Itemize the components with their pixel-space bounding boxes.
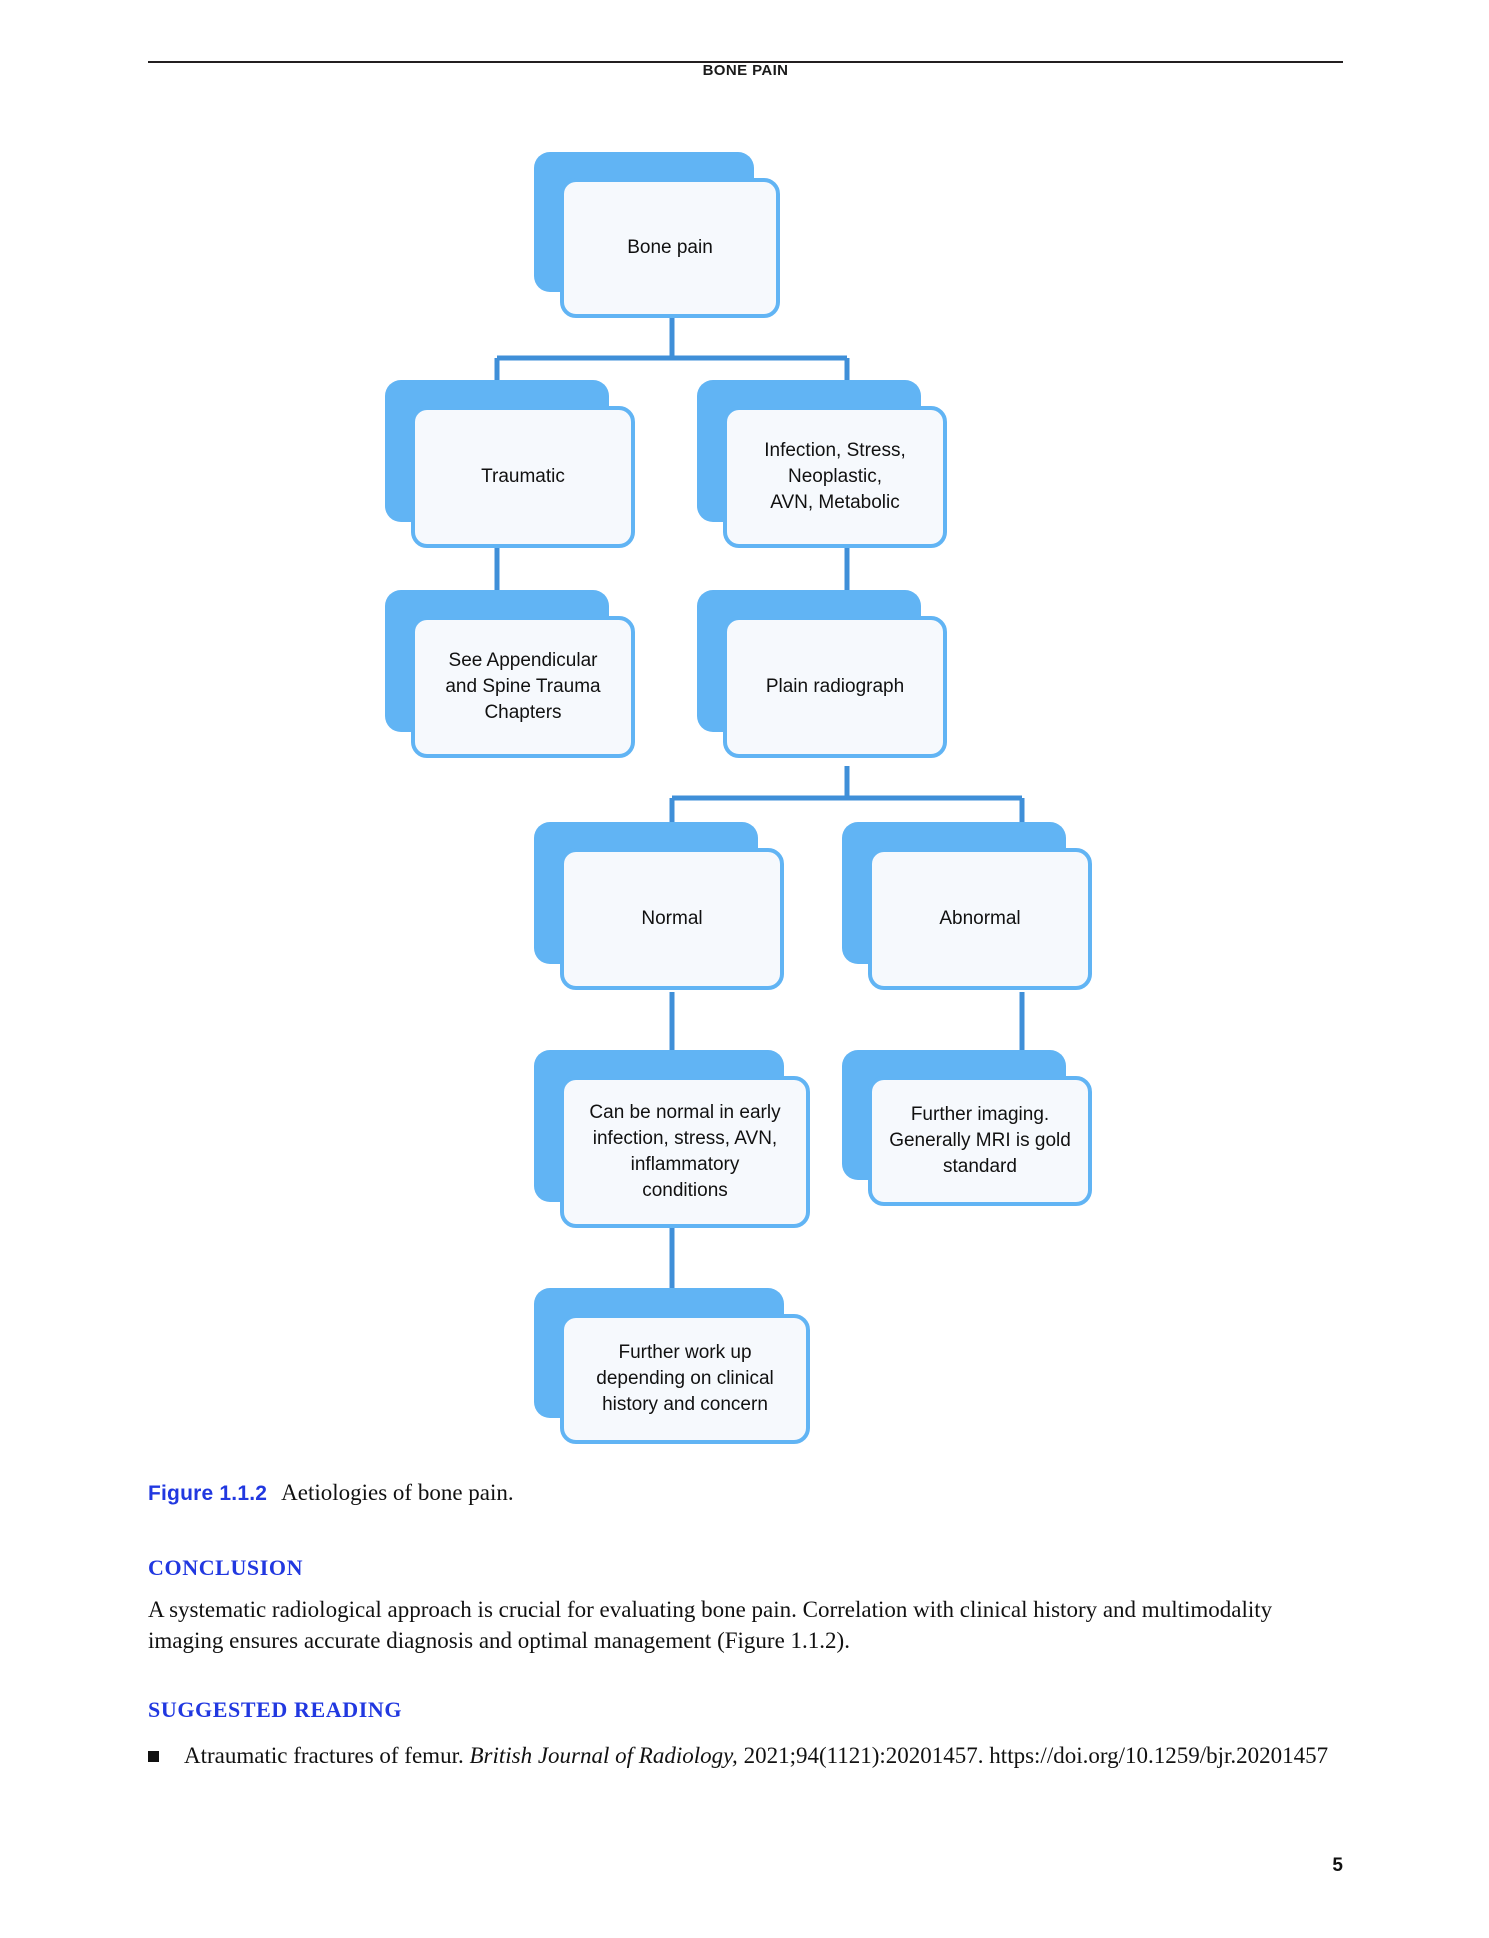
flow-node-label: Plain radiograph: [765, 676, 905, 697]
figure-caption-text: Aetiologies of bone pain.: [281, 1480, 514, 1505]
flowchart-connectors: [494, 318, 1025, 1288]
node-face: Further work up depending on clinical hi…: [560, 1314, 810, 1444]
page-number: 5: [1332, 1855, 1343, 1876]
node-face: Further imaging. Generally MRI is gold s…: [868, 1076, 1092, 1206]
figure-number: Figure 1.1.2: [148, 1482, 268, 1505]
flow-node-label: Infection, Stress, Neoplastic, AVN, Meta…: [764, 440, 906, 513]
reading-title: Atraumatic fractures of femur.: [184, 1743, 464, 1768]
conclusion-heading: CONCLUSION: [148, 1555, 304, 1580]
suggested-reading-heading: SUGGESTED READING: [148, 1697, 403, 1722]
flow-node-normal-early: Can be normal in early infection, stress…: [534, 1050, 810, 1228]
node-face: Traumatic: [411, 406, 635, 548]
flow-node-abnormal: Abnormal: [842, 822, 1092, 990]
flow-node-label: Can be normal in early infection, stress…: [589, 1102, 781, 1201]
list-item: Atraumatic fractures of femur. British J…: [148, 1740, 1344, 1771]
flow-node-label: Bone pain: [627, 237, 713, 258]
flow-node-nontraumatic: Infection, Stress, Neoplastic, AVN, Meta…: [697, 380, 947, 548]
flow-node-bone-pain: Bone pain: [534, 152, 780, 318]
flow-node-label: Further imaging. Generally MRI is gold s…: [889, 1104, 1071, 1177]
flow-node-plain-radiograph: Plain radiograph: [697, 590, 947, 758]
square-bullet-icon: [148, 1751, 159, 1762]
suggested-reading-list: Atraumatic fractures of femur. British J…: [148, 1740, 1344, 1771]
flow-node-label: See Appendicular and Spine Trauma Chapte…: [445, 650, 601, 723]
flow-node-further-imaging: Further imaging. Generally MRI is gold s…: [842, 1050, 1092, 1206]
flow-node-label: Traumatic: [481, 466, 565, 487]
flowchart-figure: Bone pain Traumatic Infection, Stress, N…: [385, 152, 1092, 1444]
reading-journal: British Journal of Radiology,: [469, 1743, 738, 1768]
header-rule: [148, 61, 1343, 63]
node-face: Infection, Stress, Neoplastic, AVN, Meta…: [723, 406, 947, 548]
reading-citation: 2021;94(1121):20201457. https://doi.org/…: [743, 1743, 1329, 1768]
flow-node-normal: Normal: [534, 822, 784, 990]
running-head: BONE PAIN: [702, 62, 789, 79]
flow-node-further-workup: Further work up depending on clinical hi…: [534, 1288, 810, 1444]
node-face: Abnormal: [868, 848, 1092, 990]
flow-node-label: Normal: [641, 908, 703, 929]
node-face: Normal: [560, 848, 784, 990]
node-face: Bone pain: [560, 178, 780, 318]
node-face: See Appendicular and Spine Trauma Chapte…: [411, 616, 635, 758]
node-face: Plain radiograph: [723, 616, 947, 758]
conclusion-paragraph: A systematic radiological approach is cr…: [148, 1597, 1273, 1653]
flow-node-traumatic: Traumatic: [385, 380, 635, 548]
flow-node-label: Further work up depending on clinical hi…: [596, 1342, 774, 1415]
node-face: Can be normal in early infection, stress…: [560, 1076, 810, 1228]
figure-caption: Figure 1.1.2 Aetiologies of bone pain.: [148, 1478, 1343, 1509]
flow-node-label: Abnormal: [939, 908, 1021, 929]
flow-node-trauma-chapters: See Appendicular and Spine Trauma Chapte…: [385, 590, 635, 758]
